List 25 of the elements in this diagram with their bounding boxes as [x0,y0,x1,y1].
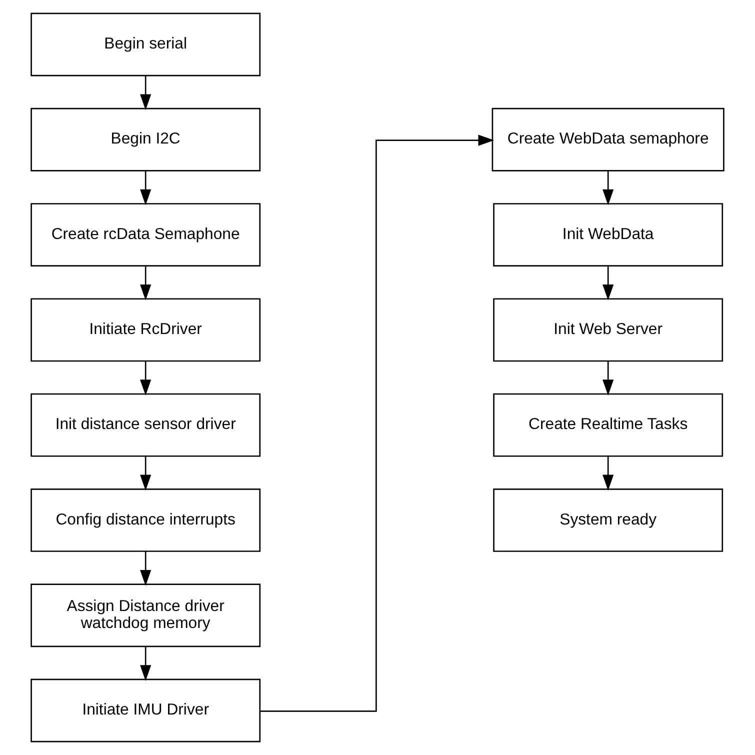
node-box: Initiate RcDriver [30,298,261,362]
arrow [140,551,152,586]
node-box: Create Realtime Tasks [493,393,724,457]
node-box: Config distance interrupts [30,488,261,552]
node-box: System ready [493,488,724,552]
arrow [602,361,614,396]
arrow [260,134,494,712]
node-box: Create WebData semaphore [492,108,724,172]
arrow [140,266,152,300]
node-box: Create rcData Semaphone [30,203,261,266]
node-box: Initiate IMU Driver [30,678,261,742]
node-box: Init WebData [493,203,724,266]
node-box: Init Web Server [493,298,724,362]
arrow [140,76,152,110]
arrow [140,170,152,206]
node-box: Begin I2C [30,108,261,172]
node-box: Init distance sensor driver [30,393,261,457]
arrow [140,646,152,681]
node-box: Assign Distance driver watchdog memory [30,584,261,648]
arrow [140,361,152,396]
arrow [602,170,614,206]
node-box: Begin serial [30,12,261,76]
arrow [602,266,614,300]
arrow [602,456,614,491]
arrow [140,456,152,491]
